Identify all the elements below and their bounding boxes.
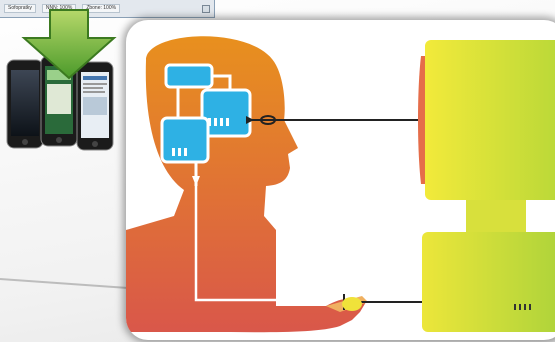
smartphones-image xyxy=(6,55,114,151)
phone-left xyxy=(6,59,44,149)
close-icon[interactable] xyxy=(202,4,210,13)
down-arrow-icon xyxy=(21,9,117,80)
computer-monitor xyxy=(418,40,555,232)
vision-signal-arrow xyxy=(246,116,418,124)
status-cell-3: Zbone: 100% xyxy=(82,4,121,13)
human-computer-interaction-illustration xyxy=(126,20,555,340)
status-cell-1: Sofopratky xyxy=(4,4,36,13)
computer-case xyxy=(422,232,555,332)
person-silhouette xyxy=(126,36,368,333)
mouse-with-cable xyxy=(342,294,422,311)
motor-signal-line xyxy=(192,176,326,302)
phone-right xyxy=(76,61,114,151)
brain-flow-diagram xyxy=(160,63,252,186)
